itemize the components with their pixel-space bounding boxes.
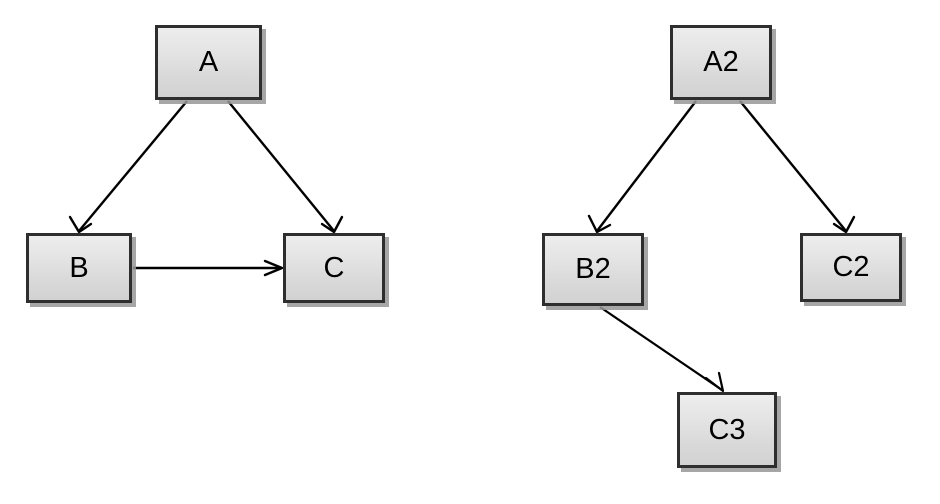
node-a2[interactable]: A2 [670, 25, 772, 100]
edge-b2-to-c3 [599, 306, 725, 393]
node-c-label: C [323, 251, 345, 284]
node-b2-label: B2 [575, 253, 611, 285]
node-a[interactable]: A [155, 25, 262, 100]
node-c[interactable]: C [283, 233, 385, 303]
node-b[interactable]: B [26, 233, 132, 303]
arrowhead-icon [68, 215, 93, 234]
node-a-label: A [198, 46, 219, 78]
edge-a2-to-b2 [587, 100, 697, 234]
arrowhead-icon [320, 215, 344, 234]
node-c3[interactable]: C3 [677, 392, 777, 468]
node-b-label: B [69, 251, 89, 284]
edge-a-to-b [68, 100, 188, 234]
node-a2-label: A2 [703, 46, 739, 78]
node-b2[interactable]: B2 [542, 233, 644, 306]
node-c3-label: C3 [708, 413, 746, 446]
edge-b-to-c [133, 259, 284, 277]
node-c2[interactable]: C2 [800, 233, 902, 302]
arrowhead-icon [704, 371, 725, 393]
arrowhead-icon [263, 259, 284, 277]
node-c2-label: C2 [832, 251, 870, 283]
arrowhead-icon [832, 215, 856, 234]
arrowhead-icon [587, 214, 612, 234]
edge-a-to-c [227, 100, 344, 234]
edge-a2-to-c2 [739, 100, 856, 234]
